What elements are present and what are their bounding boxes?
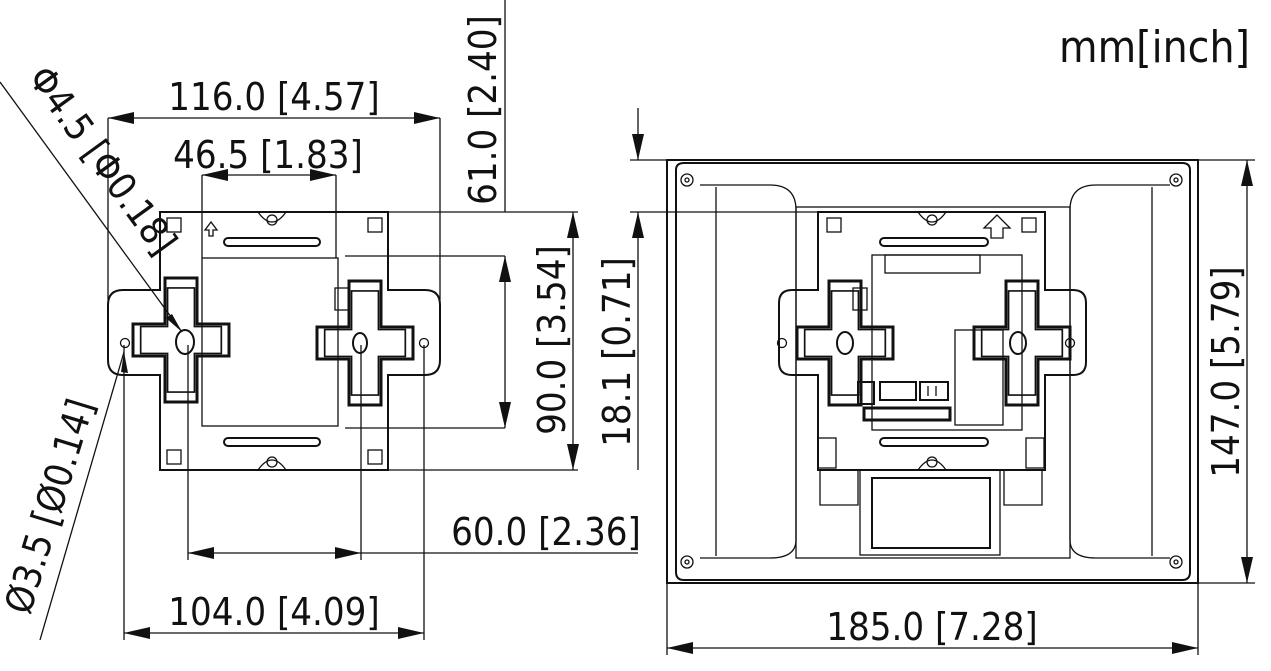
device-height-label: 147.0 [5.79]	[1204, 266, 1248, 477]
device-width-label: 185.0 [7.28]	[826, 605, 1037, 649]
hole-spacing-label: 46.5 [1.83]	[173, 133, 363, 177]
device-rear-view	[666, 159, 1199, 584]
bottom-width-label: 104.0 [4.09]	[168, 590, 379, 634]
top-offset-label: 18.1 [0.71]	[595, 257, 639, 447]
plate-height-label: 90.0 [3.54]	[530, 245, 574, 435]
large-hole-diameter-label: Φ4.5 [Φ0.18]	[20, 58, 186, 263]
small-hole-diameter-label: Ø3.5 [Ø0.14]	[0, 394, 103, 619]
bracket-dimension-lines	[0, 0, 638, 641]
horizontal-spacing-label: 60.0 [2.36]	[451, 510, 641, 554]
units-label: mm[inch]	[1059, 22, 1250, 73]
device-dimension-lines	[630, 108, 1255, 655]
vertical-offset-label: 61.0 [2.40]	[461, 15, 505, 205]
plate-width-label: 116.0 [4.57]	[168, 75, 379, 119]
